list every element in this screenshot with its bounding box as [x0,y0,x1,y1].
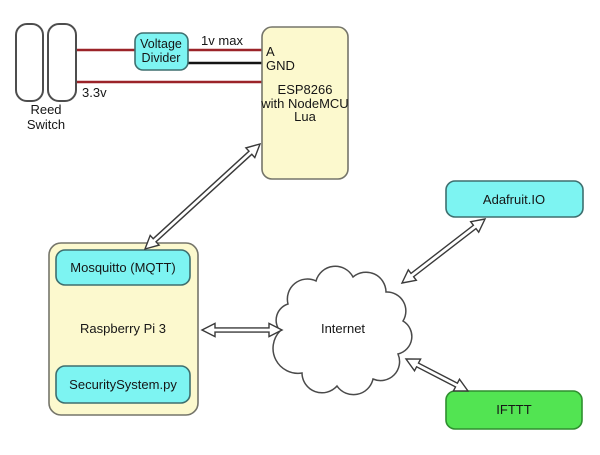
ifttt-box [445,390,583,430]
raspberry-pi-label: Raspberry Pi 3 [80,321,166,336]
esp8266-box [261,26,349,180]
reed-switch-label-line1: Reed [30,102,61,117]
mosquitto-label: Mosquitto (MQTT) [70,260,175,275]
arrow-raspberrypi-internet [200,322,284,338]
wire-label-3v3: 3.3v [82,85,107,100]
arrow-internet-adafruit [400,218,487,284]
esp8266-label-line1: ESP8266 [278,82,333,97]
reed-switch-right-contact [47,23,77,102]
wire-label-1v-max: 1v max [201,33,243,48]
securitysystem-box [55,365,191,404]
voltage-divider-label-line1: Voltage [140,37,182,51]
reed-switch-left-contact [15,23,44,102]
securitysystem-label: SecuritySystem.py [69,377,177,392]
internet-cloud [272,265,413,396]
voltage-divider-box [134,32,189,71]
esp8266-pin-gnd: GND [266,58,295,73]
arrow-esp-raspberrypi [143,142,262,251]
ifttt-label: IFTTT [496,402,531,417]
adafruit-io-label: Adafruit.IO [483,192,545,207]
esp8266-label-line3: Lua [294,109,316,124]
reed-switch-label-line2: Switch [27,117,65,132]
esp8266-pin-a: A [266,44,275,59]
mosquitto-box [55,249,191,286]
internet-label: Internet [321,321,365,336]
esp8266-label-line2: with NodeMCU [260,96,348,111]
adafruit-io-box [445,180,584,218]
arrow-internet-ifttt [404,358,470,392]
voltage-divider-label-line2: Divider [142,51,181,65]
